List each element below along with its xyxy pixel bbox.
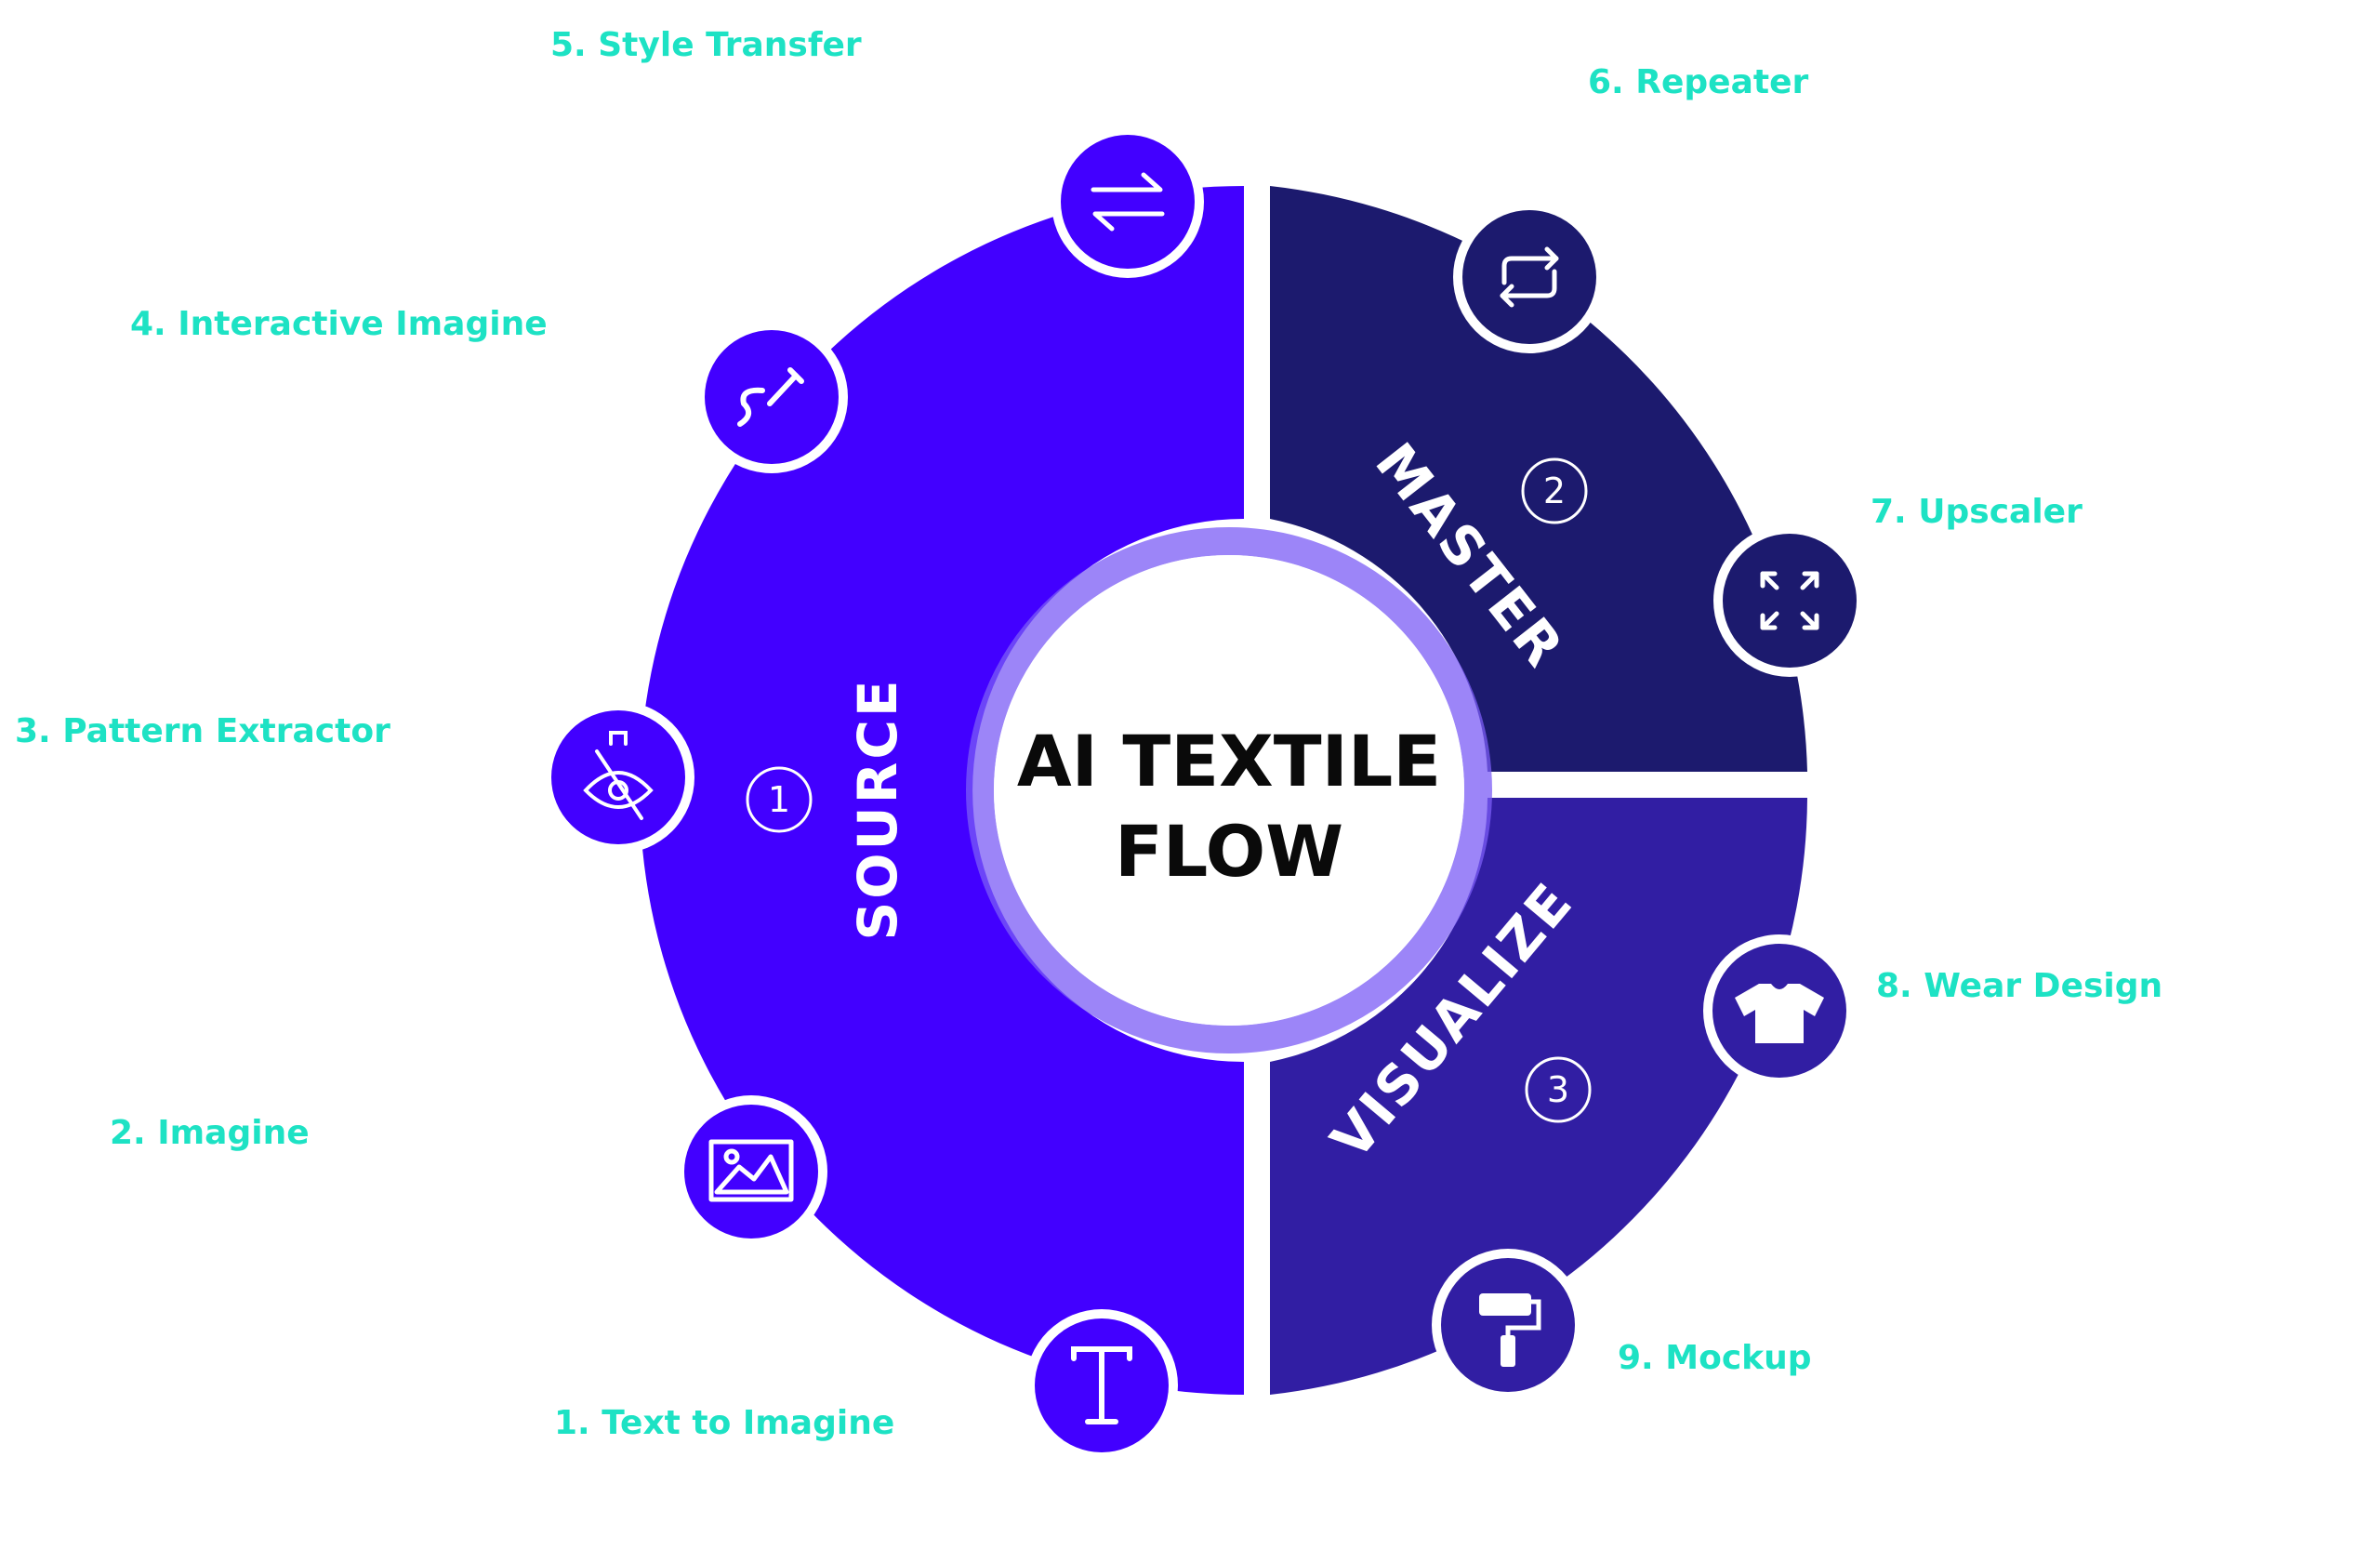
step-9-label: 9. Mockup — [1618, 1339, 1812, 1377]
expand-icon — [1760, 571, 1819, 630]
segment-source-wedge — [640, 186, 1244, 1395]
center-disc — [994, 555, 1464, 1026]
center-title-line2: FLOW — [1115, 810, 1343, 893]
step-1-label: 1. Text to Imagine — [554, 1404, 894, 1442]
svg-text:1: 1 — [768, 779, 790, 820]
step-1-node[interactable] — [1025, 1309, 1178, 1462]
svg-text:2: 2 — [1543, 470, 1566, 511]
step-6-label: 6. Repeater — [1588, 63, 1808, 101]
step-3-label: 3. Pattern Extractor — [15, 712, 390, 750]
step-2-label: 2. Imagine — [110, 1114, 310, 1152]
step-5-node[interactable] — [1051, 126, 1204, 278]
step-9-node[interactable] — [1432, 1249, 1584, 1401]
step-8-node[interactable] — [1703, 934, 1856, 1087]
step-5-label: 5. Style Transfer — [550, 26, 862, 64]
step-2-node[interactable] — [675, 1095, 827, 1248]
svg-text:3: 3 — [1547, 1069, 1569, 1110]
image-icon — [708, 1139, 794, 1202]
step-6-node[interactable] — [1453, 201, 1606, 353]
tshirt-icon — [1735, 984, 1824, 1043]
swap-arrows-icon — [1091, 172, 1165, 232]
step-4-node[interactable] — [695, 321, 848, 473]
paint-roller-icon — [1479, 1293, 1541, 1367]
text-icon — [1071, 1346, 1132, 1424]
step-7-node[interactable] — [1713, 524, 1866, 677]
segment-master-number: 2 — [1521, 457, 1588, 524]
inner-ring — [966, 527, 1492, 1053]
segment-source-number: 1 — [746, 766, 813, 833]
repeat-icon — [1500, 246, 1559, 308]
pattern-extract-icon — [583, 731, 654, 820]
center-title-line1: AI TEXTILE — [1017, 720, 1441, 802]
segment-master-wedge — [1270, 186, 1807, 772]
step-3-node[interactable] — [542, 701, 694, 854]
segment-visualize-wedge — [1270, 798, 1807, 1395]
pen-icon — [737, 367, 804, 427]
step-7-label: 7. Upscaler — [1871, 493, 2082, 531]
step-4-label: 4. Interactive Imagine — [130, 305, 548, 343]
segment-visualize-number: 3 — [1525, 1056, 1592, 1123]
segment-source-label: SOURCE — [846, 677, 909, 940]
step-8-label: 8. Wear Design — [1876, 967, 2162, 1005]
